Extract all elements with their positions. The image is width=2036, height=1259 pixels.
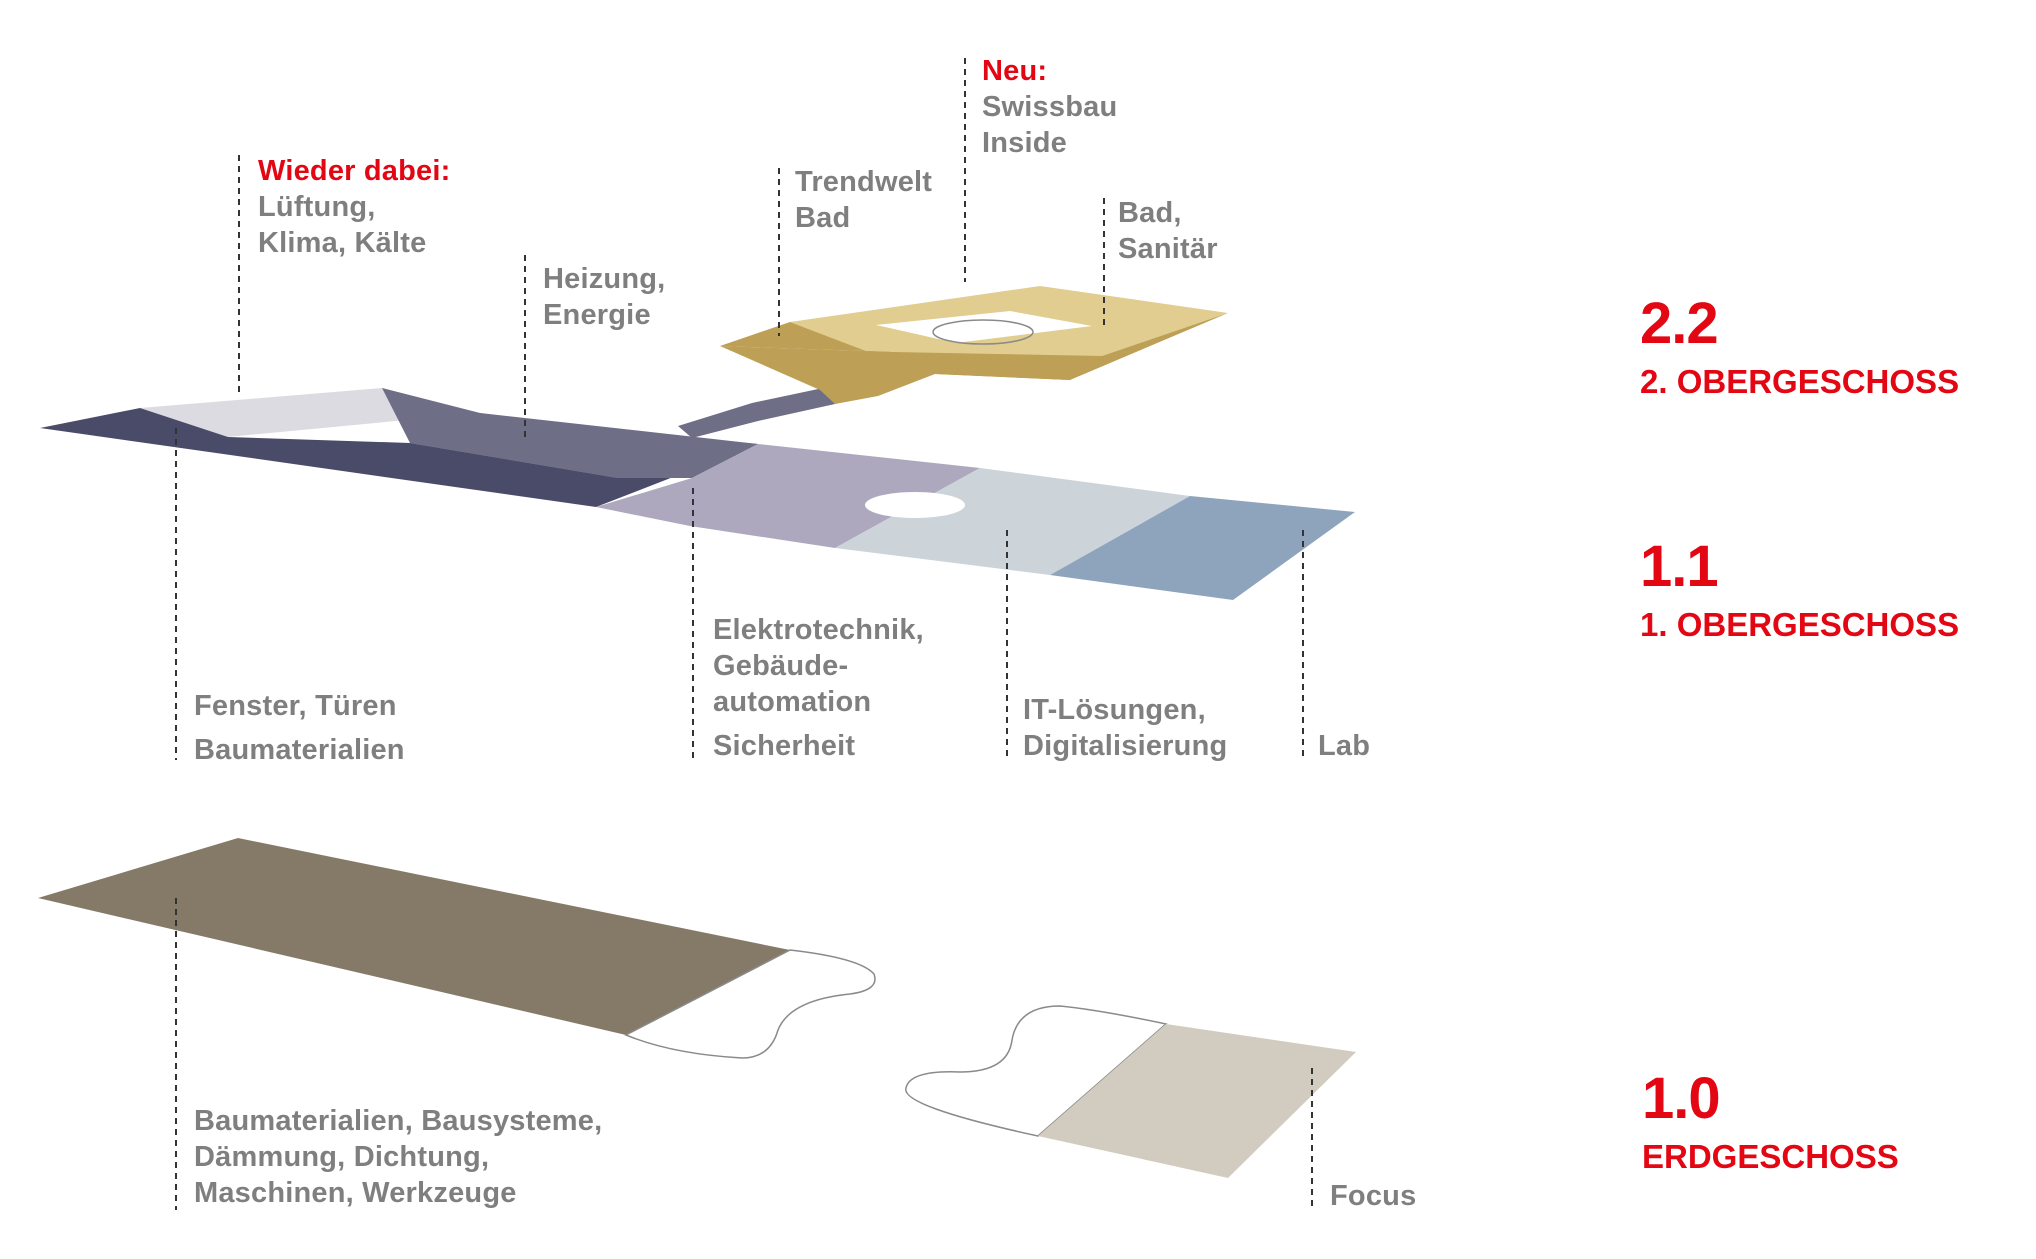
zone-heizung-band — [410, 413, 758, 478]
label-elektro-line1: Elektrotechnik, — [713, 614, 924, 646]
floor-name-1-0: ERDGESCHOSS — [1642, 1138, 1899, 1175]
walkway-bridge-gray — [678, 388, 835, 438]
label-swissbau-line1: Swissbau — [982, 91, 1118, 123]
zone-ground-outline-left — [624, 949, 876, 1059]
label-heizung-line2: Energie — [543, 299, 651, 331]
label-baumaterialien-line2: Dämmung, Dichtung, — [194, 1141, 490, 1173]
floor-number-2-2: 2.2 — [1640, 291, 1719, 356]
label-lab: Lab — [1318, 728, 1370, 764]
label-fenster-line1: Fenster, Türen — [194, 690, 397, 722]
label-fenster-tueren: Fenster, Türen Baumaterialien — [194, 684, 405, 772]
label-elektro-line3: automation — [713, 686, 872, 718]
label-bad-sanitaer: Bad, Sanitär — [1118, 195, 1218, 267]
label-lueftung-line2: Klima, Kälte — [258, 227, 427, 259]
label-swissbau-inside: Neu: Swissbau Inside — [982, 53, 1117, 161]
label-elektro-line2: Gebäude- — [713, 650, 849, 682]
label-fenster-line2: Baumaterialien — [194, 734, 405, 766]
label-elektrotechnik: Elektrotechnik, Gebäude- automation Sich… — [713, 612, 924, 764]
floor-name-1-1: 1. OBERGESCHOSS — [1640, 606, 1960, 643]
floor-number-1-0: 1.0 — [1642, 1066, 1721, 1131]
floor-heading-2-2: 2.2 2. OBERGESCHOSS — [1640, 293, 1959, 401]
zone-gold-strip — [720, 313, 1228, 390]
leader-lines — [175, 58, 1313, 1210]
label-focus-line1: Focus — [1330, 1180, 1417, 1212]
label-trendwelt-line2: Bad — [795, 202, 851, 234]
zone-baumaterialien-bausysteme — [38, 838, 790, 1035]
label-heizung-energie: Heizung, Energie — [543, 261, 665, 333]
floor-name-2-2: 2. OBERGESCHOSS — [1640, 363, 1960, 400]
floor-heading-1-0: 1.0 ERDGESCHOSS — [1642, 1068, 1899, 1176]
label-lueftung-line1: Lüftung, — [258, 191, 376, 223]
label-it-loesungen: IT-Lösungen, Digitalisierung — [1023, 692, 1227, 764]
label-baumaterialien-line3: Maschinen, Werkzeuge — [194, 1177, 517, 1209]
label-it-line1: IT-Lösungen, — [1023, 694, 1206, 726]
zone-swissbau-inside-court — [876, 311, 1092, 343]
label-focus: Focus — [1330, 1178, 1416, 1214]
floor-number-1-1: 1.1 — [1640, 534, 1719, 599]
label-baumaterialien-bausysteme: Baumaterialien, Bausysteme, Dämmung, Dic… — [194, 1103, 602, 1211]
label-swissbau-line2: Inside — [982, 127, 1067, 159]
zone-fenster-tueren — [40, 408, 758, 507]
label-it-line2: Digitalisierung — [1023, 730, 1228, 762]
stair-opening-2-2 — [932, 319, 1034, 345]
label-baumaterialien-line1: Baumaterialien, Bausysteme, — [194, 1105, 603, 1137]
stair-opening-1-1 — [865, 492, 965, 518]
label-bad-line1: Bad, — [1118, 197, 1182, 229]
zone-lab — [1050, 496, 1355, 600]
label-lueftung-klima: Wieder dabei: Lüftung, Klima, Kälte — [258, 153, 451, 261]
zone-it-loesungen — [835, 468, 1190, 575]
zone-trendwelt-bad — [720, 322, 916, 370]
label-trendwelt-bad: Trendwelt Bad — [795, 164, 932, 236]
label-trendwelt-line1: Trendwelt — [795, 166, 933, 198]
label-lab-line1: Lab — [1318, 730, 1371, 762]
zone-ground-outline-right — [905, 1005, 1168, 1137]
label-bad-line2: Sanitär — [1118, 233, 1218, 265]
label-swissbau-highlight: Neu: — [982, 55, 1048, 87]
floor-heading-1-1: 1.1 1. OBERGESCHOSS — [1640, 536, 1959, 644]
zone-focus — [1038, 1024, 1356, 1178]
label-lueftung-highlight: Wieder dabei: — [258, 155, 451, 187]
label-elektro-line4: Sicherheit — [713, 730, 856, 762]
label-heizung-line1: Heizung, — [543, 263, 666, 295]
